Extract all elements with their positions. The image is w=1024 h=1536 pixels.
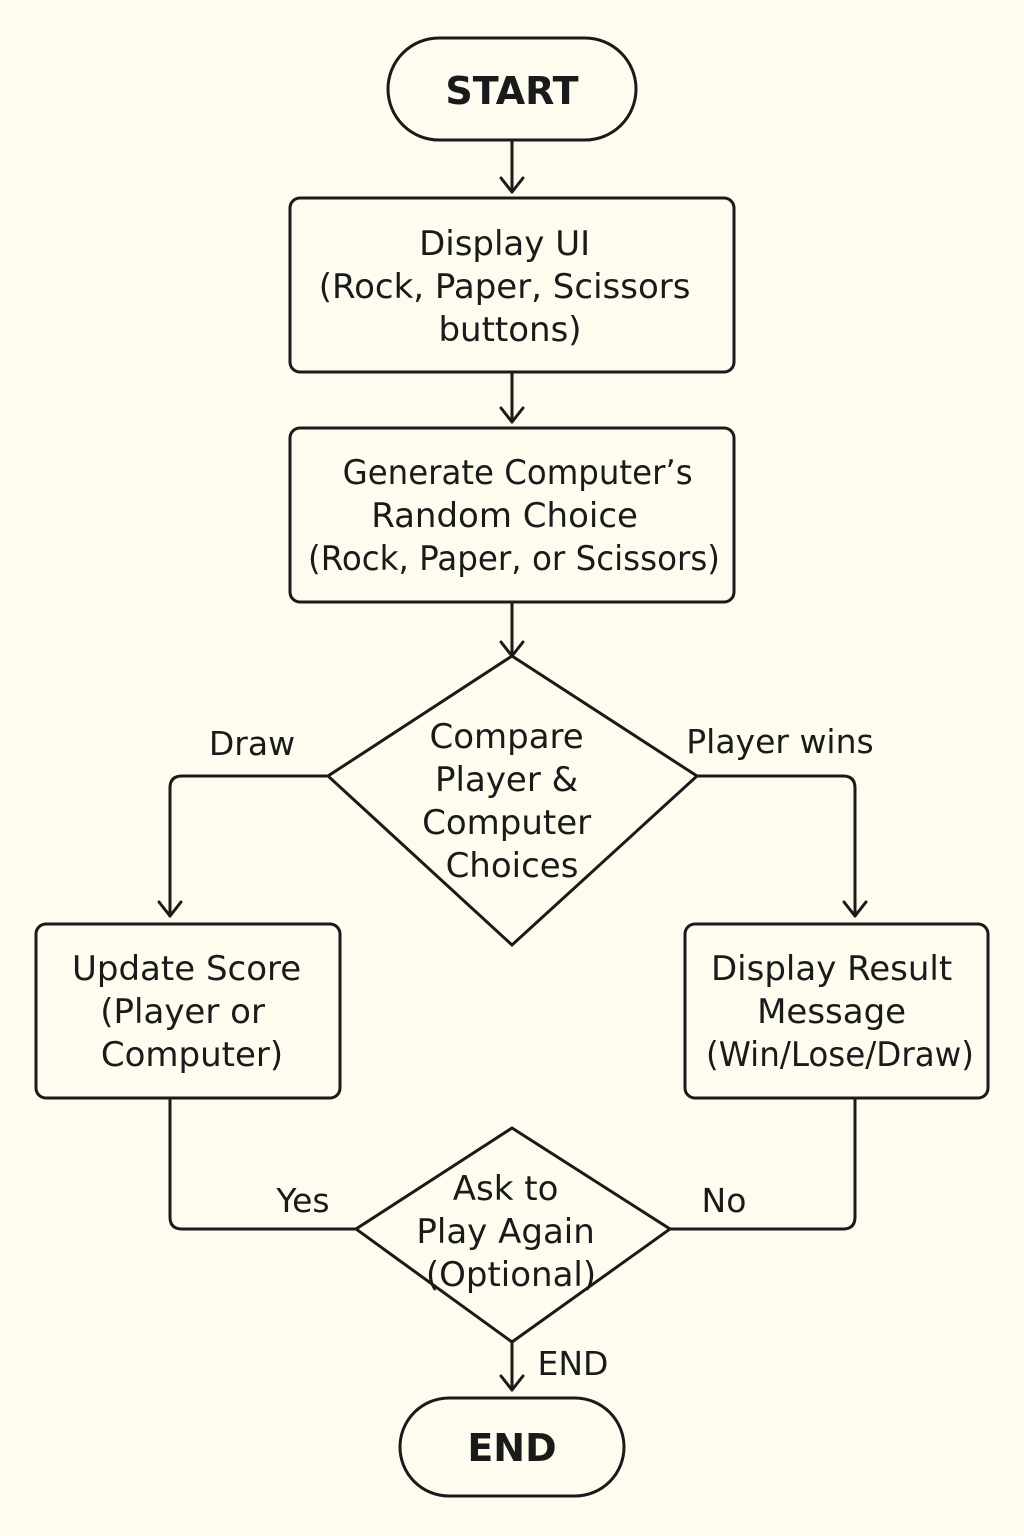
compare-line-1: Compare bbox=[429, 717, 583, 757]
compare-decision-diamond bbox=[325, 654, 700, 948]
display-result-line-1: Display Result bbox=[711, 949, 952, 989]
generate-choice-box bbox=[288, 426, 736, 604]
edge-label-player-wins: Player wins bbox=[686, 722, 873, 761]
arrowhead-to-end bbox=[499, 1374, 525, 1392]
end-label: END bbox=[467, 1426, 556, 1470]
compare-decision-node: Compare Player & Computer Choices bbox=[325, 654, 700, 948]
compare-decision-text: Compare Player & Computer Choices bbox=[422, 717, 602, 886]
play-again-decision-node: Ask to Play Again (Optional) bbox=[353, 1126, 673, 1344]
play-again-line-3: (Optional) bbox=[426, 1255, 596, 1295]
arrowhead-display-ui-to-generate bbox=[499, 406, 525, 424]
start-node: START bbox=[386, 36, 638, 142]
generate-choice-line-1: Generate Computer’s bbox=[343, 453, 693, 493]
edge-label-no: No bbox=[702, 1181, 747, 1220]
display-result-box bbox=[683, 922, 990, 1100]
display-result-node: Display Result Message (Win/Lose/Draw) bbox=[683, 922, 990, 1100]
display-ui-line-2: (Rock, Paper, Scissors bbox=[319, 267, 691, 307]
connectors bbox=[157, 138, 868, 1392]
update-score-line-3: Computer) bbox=[101, 1035, 283, 1075]
display-ui-line-3: buttons) bbox=[438, 310, 581, 350]
update-score-line-1: Update Score bbox=[72, 949, 301, 989]
start-terminal-shape bbox=[386, 36, 638, 142]
arrowhead-to-update-score bbox=[157, 900, 183, 918]
generate-choice-text: Generate Computer’s Random Choice (Rock,… bbox=[308, 453, 720, 579]
update-score-line-2: (Player or bbox=[100, 992, 265, 1032]
compare-line-2: Player & bbox=[435, 760, 578, 800]
edge-label-yes: Yes bbox=[275, 1181, 329, 1220]
update-score-node: Update Score (Player or Computer) bbox=[34, 922, 342, 1100]
play-again-line-1: Ask to bbox=[453, 1169, 559, 1209]
display-ui-node: Display UI (Rock, Paper, Scissors button… bbox=[288, 196, 736, 374]
end-terminal-shape bbox=[398, 1396, 626, 1498]
arrowhead-to-display-result bbox=[842, 900, 868, 918]
display-result-line-3: (Win/Lose/Draw) bbox=[706, 1035, 974, 1075]
edge-compare-to-update-score bbox=[168, 774, 330, 918]
edge-update-score-to-play-again bbox=[168, 1096, 358, 1231]
edge-display-result-to-play-again bbox=[668, 1096, 857, 1231]
start-label: START bbox=[445, 69, 578, 113]
play-again-decision-diamond bbox=[353, 1126, 673, 1344]
update-score-text: Update Score (Player or Computer) bbox=[72, 949, 312, 1075]
display-result-line-2: Message bbox=[757, 992, 906, 1032]
display-ui-box bbox=[288, 196, 736, 374]
generate-choice-line-3: (Rock, Paper, or Scissors) bbox=[308, 539, 720, 579]
generate-choice-line-2: Random Choice bbox=[371, 496, 638, 536]
compare-line-4: Choices bbox=[446, 846, 579, 886]
end-node: END bbox=[398, 1396, 626, 1498]
display-result-text: Display Result Message (Win/Lose/Draw) bbox=[706, 949, 974, 1075]
display-ui-line-1: Display UI bbox=[419, 224, 590, 264]
edge-label-draw: Draw bbox=[209, 724, 295, 763]
display-ui-text: Display UI (Rock, Paper, Scissors button… bbox=[319, 224, 702, 350]
edge-label-end: END bbox=[538, 1344, 609, 1383]
update-score-box bbox=[34, 922, 342, 1100]
compare-line-3: Computer bbox=[422, 803, 591, 843]
play-again-line-2: Play Again bbox=[416, 1212, 594, 1252]
arrowhead-start-to-display-ui bbox=[499, 176, 525, 194]
play-again-decision-text: Ask to Play Again (Optional) bbox=[416, 1169, 605, 1295]
edge-compare-to-display-result bbox=[695, 774, 857, 918]
generate-choice-node: Generate Computer’s Random Choice (Rock,… bbox=[288, 426, 736, 604]
edge-labels: Draw Player wins Yes No END bbox=[209, 722, 874, 1383]
